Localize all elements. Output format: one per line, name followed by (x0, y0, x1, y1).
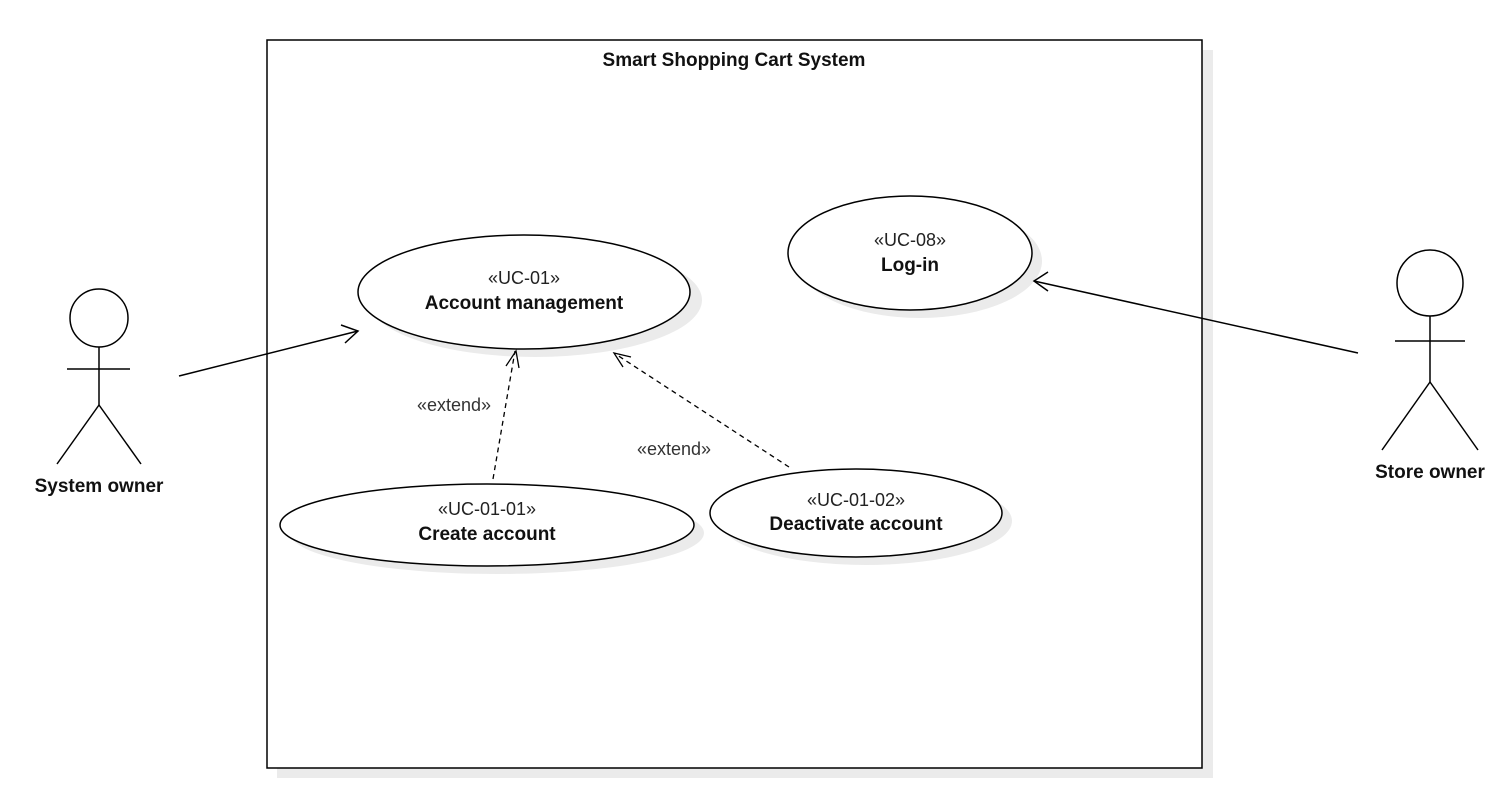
extend-label: «extend» (637, 439, 711, 459)
extend-line (613, 352, 790, 468)
use-case-stereotype: «UC-08» (874, 230, 946, 250)
use-case-stereotype: «UC-01» (488, 268, 560, 288)
use-case-stereotype: «UC-01-02» (807, 490, 905, 510)
extend-relation-create[interactable]: «extend» (417, 349, 520, 480)
stick-figure-icon (56, 288, 142, 465)
arrowhead-open-icon (612, 351, 632, 368)
association-system-owner[interactable] (178, 324, 360, 377)
use-case-name: Log-in (881, 255, 939, 276)
use-case-ellipse (709, 468, 1003, 558)
use-case-account-management[interactable]: «UC-01» Account management (357, 234, 702, 357)
stick-figure-icon (1381, 249, 1479, 451)
arrowhead-open-icon (340, 324, 360, 344)
actor-system-owner[interactable]: System owner (35, 288, 164, 497)
use-case-deactivate-account[interactable]: «UC-01-02» Deactivate account (709, 468, 1012, 565)
actor-store-owner[interactable]: Store owner (1375, 249, 1485, 483)
actor-label: Store owner (1375, 462, 1485, 483)
use-case-ellipse (357, 234, 691, 350)
extend-label: «extend» (417, 395, 491, 415)
system-title: Smart Shopping Cart System (603, 50, 866, 71)
use-case-create-account[interactable]: «UC-01-01» Create account (279, 483, 704, 574)
use-case-name: Account management (425, 293, 624, 314)
use-case-log-in[interactable]: «UC-08» Log-in (787, 195, 1042, 318)
extend-relation-deactivate[interactable]: «extend» (612, 351, 790, 468)
arrowhead-open-icon (505, 349, 520, 369)
arrowhead-open-icon (1032, 271, 1049, 292)
association-line (178, 330, 359, 377)
use-case-stereotype: «UC-01-01» (438, 499, 536, 519)
actor-label: System owner (35, 476, 164, 497)
use-case-name: Deactivate account (769, 514, 943, 535)
association-line (1033, 280, 1359, 354)
use-case-ellipse (279, 483, 695, 567)
extend-line (492, 350, 516, 480)
use-case-ellipse (787, 195, 1033, 311)
use-case-name: Create account (418, 524, 556, 545)
association-store-owner[interactable] (1032, 271, 1359, 354)
system-boundary[interactable]: Smart Shopping Cart System (266, 39, 1213, 778)
system-boundary-frame (266, 39, 1203, 769)
